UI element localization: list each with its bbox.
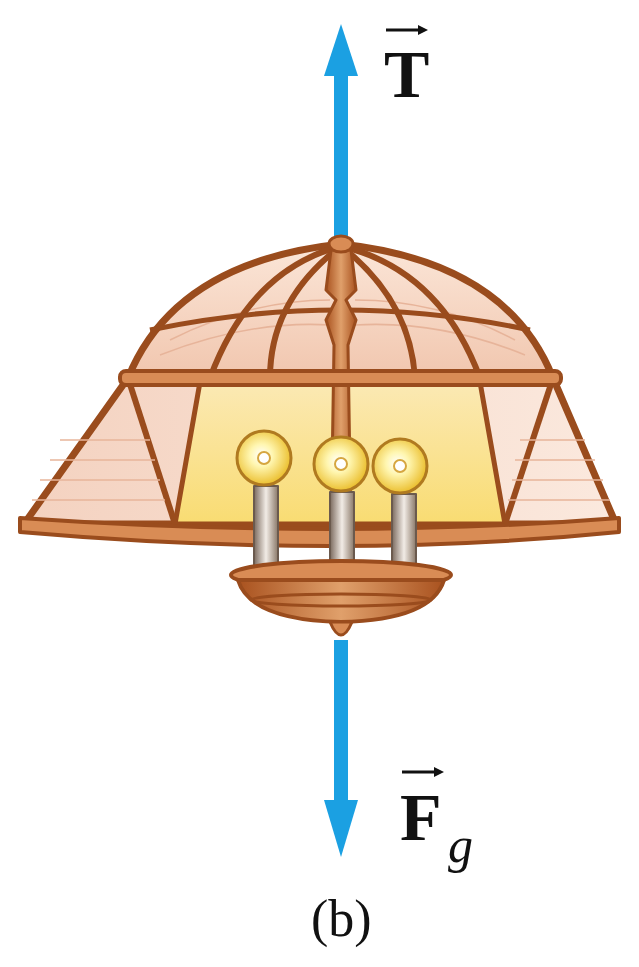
tension-arrow [324,24,358,240]
force-symbol: F [400,783,442,851]
subscript: g [448,820,473,870]
figure-caption: (b) [311,893,372,945]
gravity-arrow [324,640,358,857]
force-symbol: T [384,40,429,108]
chandelier [20,236,619,635]
